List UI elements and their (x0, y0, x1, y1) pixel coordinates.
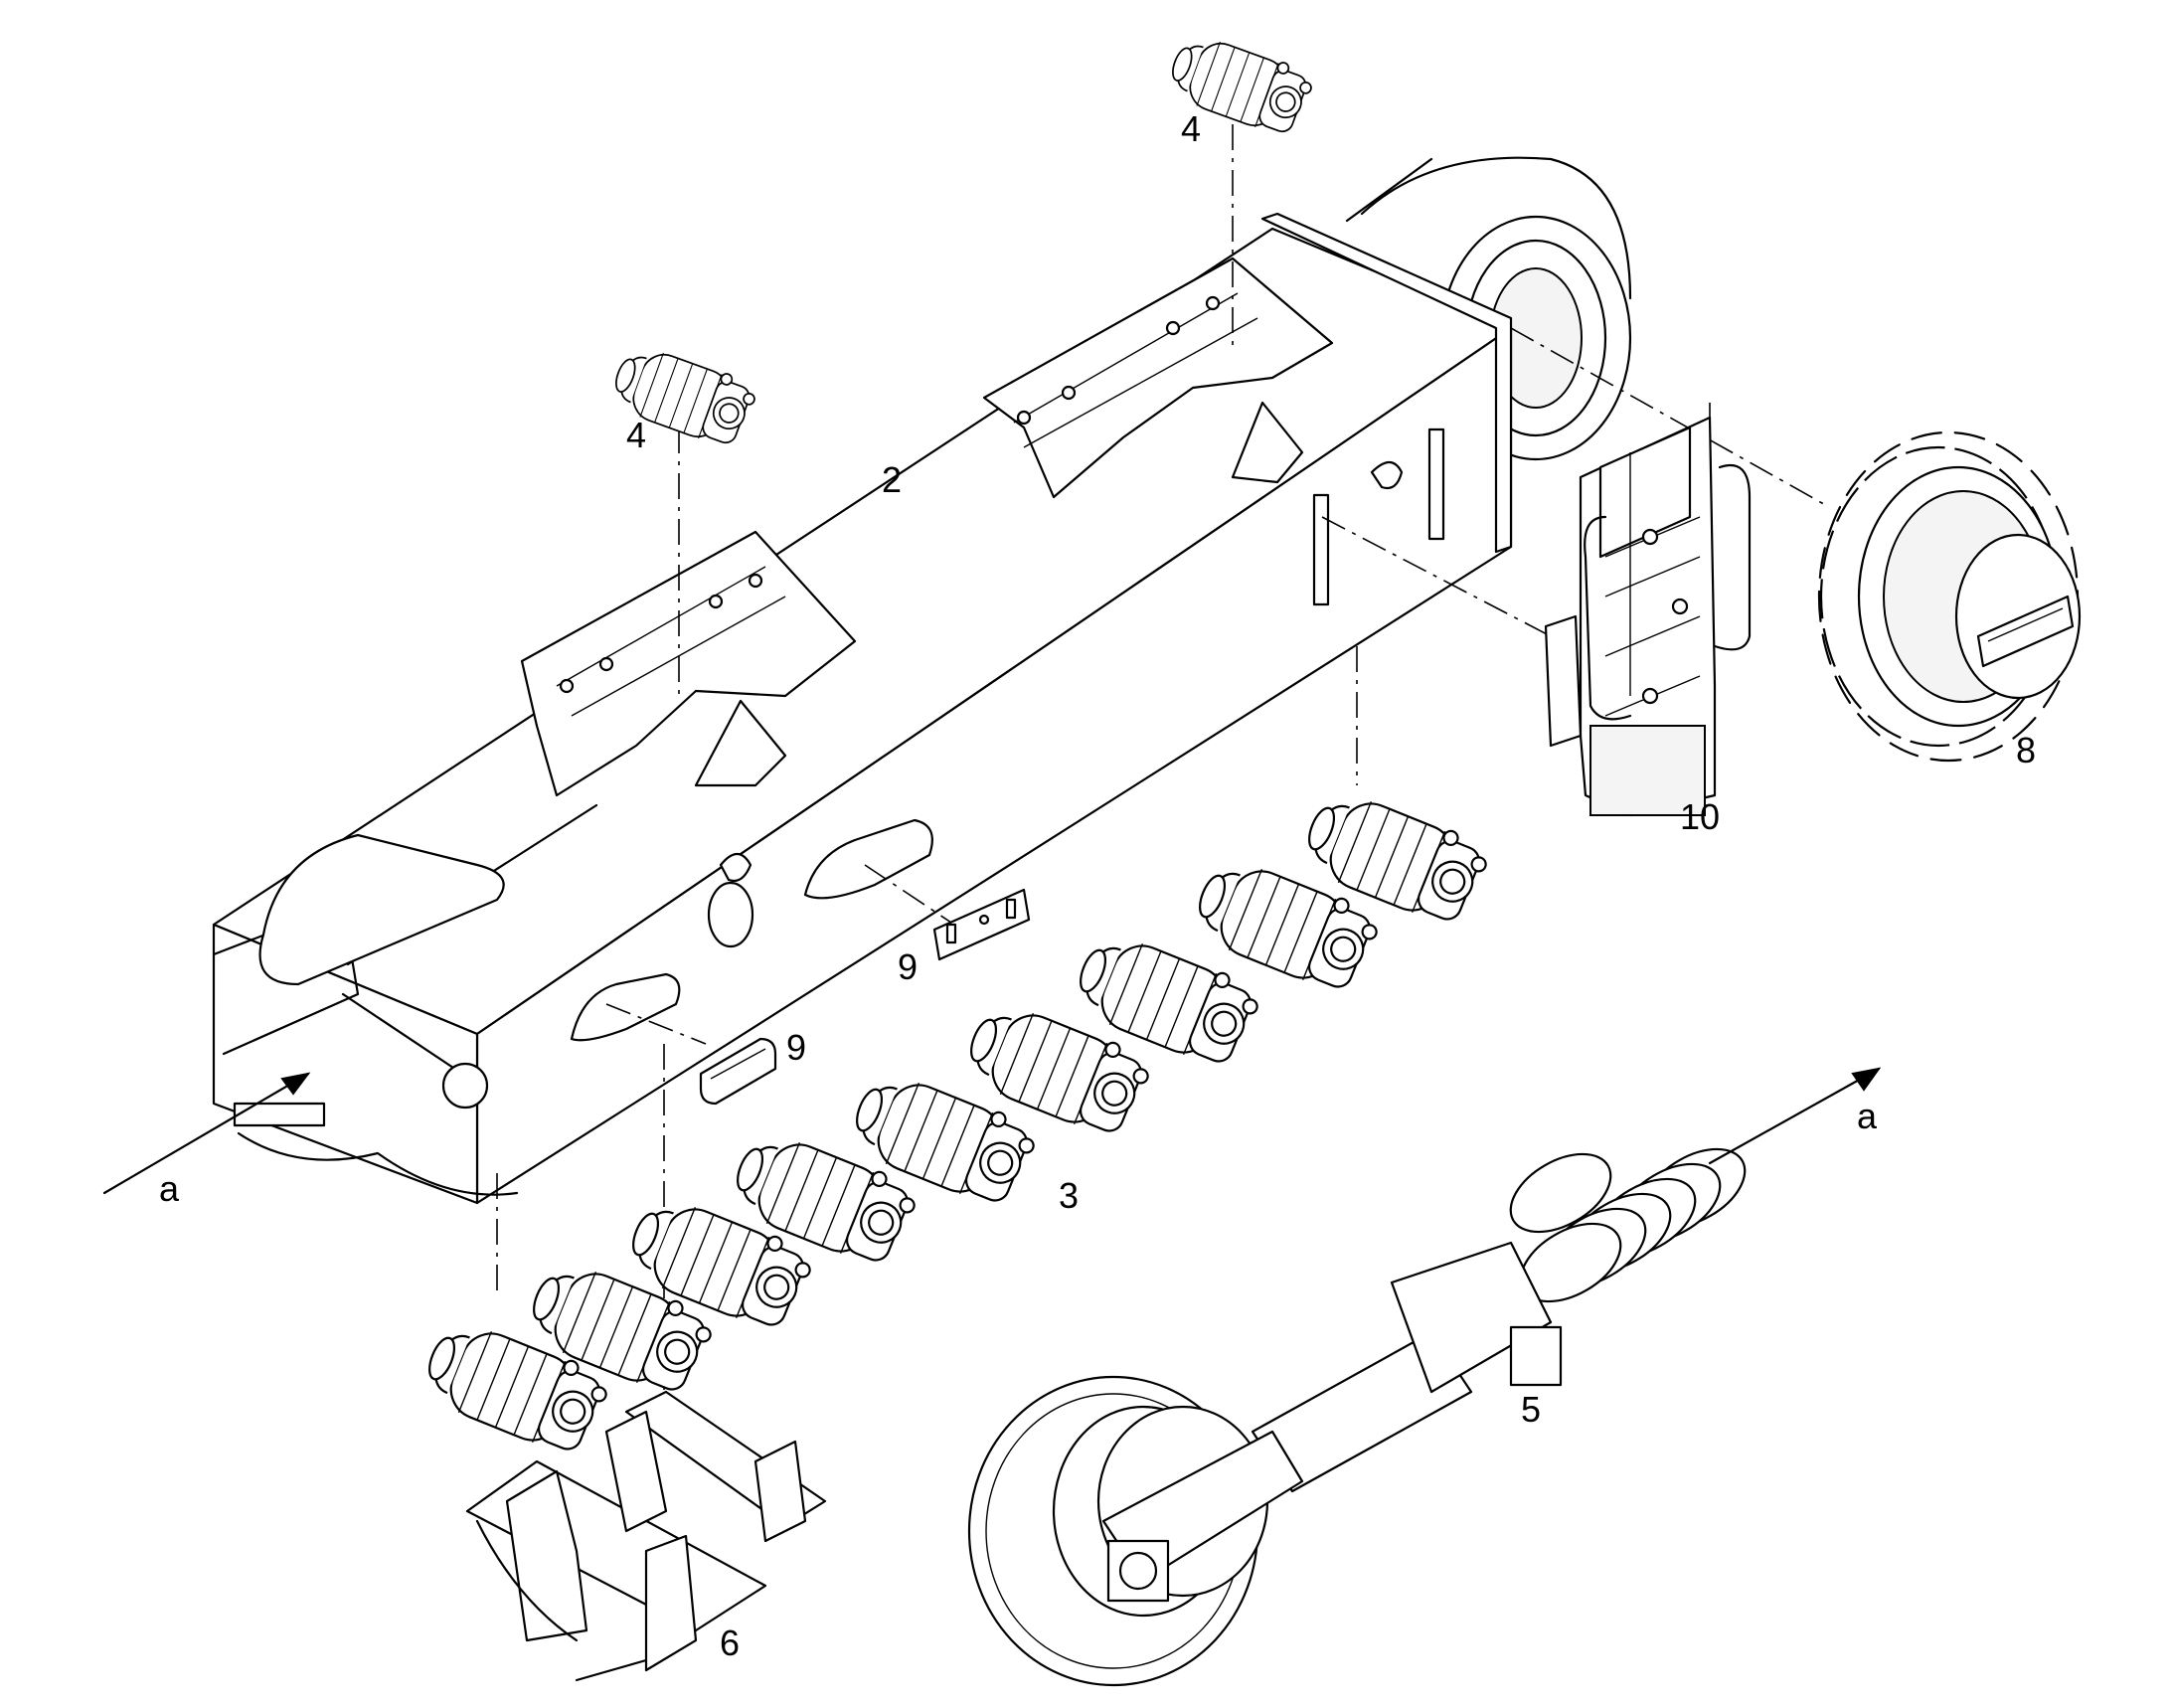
arrow-in (102, 1072, 311, 1195)
label-arrow-in: a (159, 1168, 180, 1209)
label-top-roller-right: 4 (1181, 108, 1201, 149)
track-frame (212, 156, 1632, 1205)
label-top-roller-left: 4 (626, 415, 646, 455)
label-track-guide: 10 (1680, 796, 1720, 837)
arrow-out (1708, 1067, 1882, 1165)
label-bottom-rollers: 3 (1059, 1175, 1079, 1216)
idler-tensioner (967, 1147, 1747, 1687)
label-sprocket: 8 (2016, 730, 2036, 770)
cover-plate-upper (932, 888, 1031, 961)
drive-sprocket (1817, 430, 2082, 763)
saddle-right (982, 256, 1334, 499)
label-frame: 2 (882, 459, 902, 500)
callout-labels: 2 3 4 4 5 6 8 9 9 10 a a (159, 108, 2036, 1663)
label-idler-tensioner: 5 (1521, 1389, 1541, 1430)
label-roller-guard: 6 (720, 1623, 740, 1663)
track-guide (1544, 416, 1752, 817)
label-arrow-out: a (1857, 1096, 1878, 1136)
label-cover-plate-upper: 9 (898, 946, 918, 987)
cover-plate-lower (699, 1037, 777, 1106)
roller-guard (465, 1390, 827, 1682)
label-cover-plate-lower: 9 (786, 1027, 806, 1068)
